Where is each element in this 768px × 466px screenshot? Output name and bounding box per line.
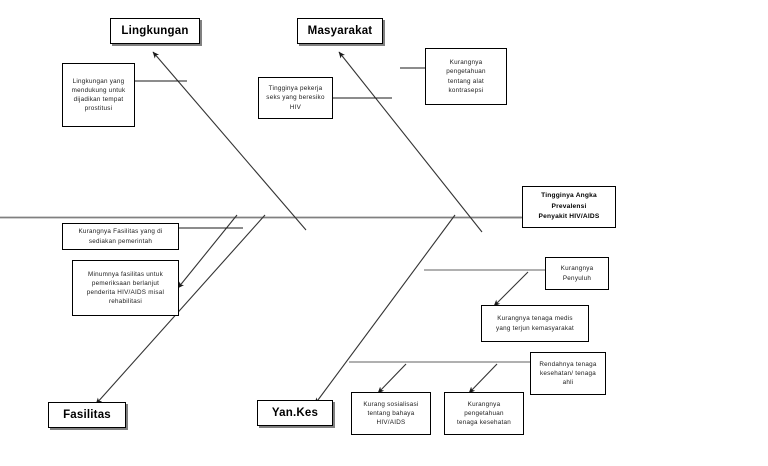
category-label-yankes: Yan.Kes [271, 406, 319, 419]
cause-label-tenaga-medis: Kurangnya tenaga medis yang terjun kemas… [495, 315, 575, 332]
cause-label-lingkungan-prostitusi: Lingkungan yang mendukung untuk dijadika… [71, 77, 126, 113]
bone-tenaga-medis [493, 271, 529, 307]
category-label-fasilitas: Fasilitas [63, 408, 111, 421]
cause-label-tenaga-kesehatan-ahli: Rendahnya tenaga kesehatan/ tenaga ahli [539, 360, 597, 387]
bone-yankes [314, 214, 456, 405]
cause-box-tenaga-medis[interactable]: Kurangnya tenaga medis yang terjun kemas… [481, 305, 589, 342]
cause-label-sosialisasi-bahaya: Kurang sosialisasi tentang bahaya HIV/AI… [363, 400, 419, 427]
category-label-masyarakat: Masyarakat [307, 24, 373, 37]
bone-fasilitas-secondary [177, 214, 238, 289]
effect-label: Tingginya Angka Prevalensi Penyakit HIV/… [538, 192, 600, 221]
bone-sosialisasi-bahaya [377, 363, 407, 394]
cause-box-tenaga-kesehatan-ahli[interactable]: Rendahnya tenaga kesehatan/ tenaga ahli [530, 352, 606, 395]
effect-box[interactable]: Tingginya Angka Prevalensi Penyakit HIV/… [522, 186, 616, 228]
cause-box-pengetahuan-kontrasepsi[interactable]: Kurangnya pengetahuan tentang alat kontr… [425, 48, 507, 105]
cause-box-fasilitas-pemerintah[interactable]: Kurangnya Fasilitas yang di sediakan pem… [62, 223, 179, 250]
bone-pengetahuan-nakes [468, 363, 498, 394]
category-box-yankes[interactable]: Yan.Kes [257, 400, 333, 426]
cause-label-penyuluh: Kurangnya Penyuluh [560, 265, 594, 282]
cause-box-lingkungan-prostitusi[interactable]: Lingkungan yang mendukung untuk dijadika… [62, 63, 135, 127]
category-box-masyarakat[interactable]: Masyarakat [297, 18, 383, 44]
cause-box-sosialisasi-bahaya[interactable]: Kurang sosialisasi tentang bahaya HIV/AI… [351, 392, 431, 435]
cause-box-pekerja-seks[interactable]: Tingginya pekerja seks yang beresiko HIV [258, 77, 333, 119]
cause-label-pemeriksaan-berlanjut: Minumnya fasilitas untuk pemeriksaan ber… [86, 270, 165, 306]
cause-box-penyuluh[interactable]: Kurangnya Penyuluh [545, 257, 609, 290]
category-label-lingkungan: Lingkungan [121, 24, 189, 37]
cause-box-pengetahuan-nakes[interactable]: Kurangnya pengetahuan tenaga kesehatan [444, 392, 524, 435]
category-box-fasilitas[interactable]: Fasilitas [48, 402, 126, 428]
cause-label-pengetahuan-nakes: Kurangnya pengetahuan tenaga kesehatan [456, 400, 512, 427]
category-box-lingkungan[interactable]: Lingkungan [110, 18, 200, 44]
cause-label-pengetahuan-kontrasepsi: Kurangnya pengetahuan tentang alat kontr… [446, 59, 486, 94]
cause-label-pekerja-seks: Tingginya pekerja seks yang beresiko HIV [266, 85, 325, 111]
cause-box-pemeriksaan-berlanjut[interactable]: Minumnya fasilitas untuk pemeriksaan ber… [72, 260, 179, 316]
cause-label-fasilitas-pemerintah: Kurangnya Fasilitas yang di sediakan pem… [78, 228, 163, 245]
